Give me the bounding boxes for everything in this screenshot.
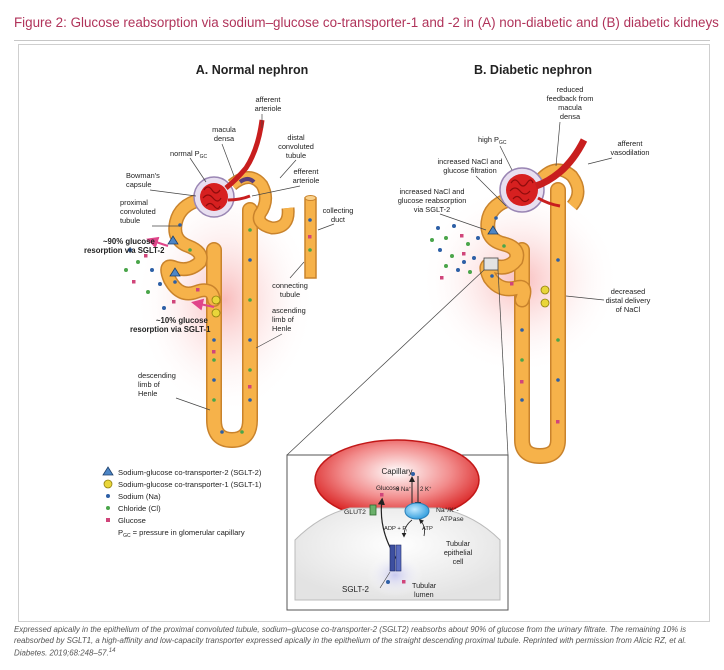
panel-a-leader-lines (149, 114, 335, 411)
inset-glucose-label: Glucose (376, 485, 400, 492)
label-proximal-2: convoluted (120, 207, 156, 216)
label-proximal-3: tubule (120, 216, 140, 225)
label-sglt2-2: resorption via SGLT-2 (84, 246, 165, 255)
label-reduced-3: macula (558, 103, 583, 112)
label-reduced-2: feedback from (547, 94, 594, 103)
label-high-pgc: high PGC (478, 135, 507, 146)
label-distal-3: tubule (286, 151, 306, 160)
panel-b-released-particles (430, 224, 480, 280)
legend-sglt1-icon (103, 479, 113, 489)
legend-chloride-label: Chloride (Cl) (118, 504, 161, 513)
label-nacl-filtration-2: glucose filtration (443, 166, 496, 175)
label-connecting-1: connecting (272, 281, 308, 290)
label-decreased-3: of NaCl (616, 305, 641, 314)
tubular-cell-label-1: Tubular (446, 539, 471, 548)
label-reduced-1: reduced (557, 85, 584, 94)
legend-pgc-definition: PGC= pressure in glomerular capillary (118, 528, 245, 539)
title-divider (14, 40, 710, 41)
capillary-label: Capillary (381, 467, 412, 476)
label-descending-3: Henle (138, 389, 157, 398)
panel-b-leader-lines (439, 121, 613, 301)
label-ascending-2: limb of (272, 315, 295, 324)
tubular-cell-label-2: epithelial (444, 548, 473, 557)
label-nacl-reabsorption-1: increased NaCl and (400, 187, 465, 196)
lumen-label-2: lumen (414, 590, 434, 599)
label-connecting-2: tubule (280, 290, 300, 299)
legend-chloride-icon (106, 506, 110, 510)
label-efferent-2: arteriole (293, 176, 320, 185)
label-sglt1-1: ~10% glucose (156, 316, 208, 325)
label-afferent-vasodilation-1: afferent (618, 139, 643, 148)
panel-a-released-particles (124, 248, 176, 310)
legend-sglt2-icon (102, 466, 114, 476)
glut2-transporter (369, 504, 377, 516)
label-descending-1: descending (138, 371, 176, 380)
label-descending-2: limb of (138, 380, 161, 389)
atpase-label-1: Na+/K+- (436, 506, 459, 514)
label-bowmans-1: Bowman's (126, 171, 160, 180)
zoom-line-left (286, 269, 485, 456)
tubular-cell-label-3: cell (453, 557, 464, 566)
sglt2-inset: Capillary Glucose 3 Na+ 2 K+ GLUT2 Na+/K… (286, 439, 509, 611)
label-normal-pgc: normal PGC (170, 149, 207, 160)
atpase-label-2: ATPase (440, 516, 464, 523)
inset-glucose-icon (380, 493, 384, 497)
legend-sodium-label: Sodium (Na) (118, 492, 161, 501)
figure-title: Figure 2: Glucose reabsorption via sodiu… (14, 15, 719, 30)
panel-b-labels: reduced feedback from macula densa high … (398, 85, 651, 314)
nephron-a (124, 119, 317, 449)
nephron-b (430, 138, 588, 465)
panel-a-heading: A. Normal nephron (196, 63, 309, 77)
lumen-label-1: Tubular (412, 581, 437, 590)
adp-label: ADP + Pi (384, 526, 407, 533)
label-bowmans-2: capsule (126, 180, 151, 189)
label-nacl-reabsorption-3: via SGLT-2 (414, 205, 450, 214)
sglt2-transporter-right (395, 544, 402, 572)
zoom-line-right (497, 269, 509, 456)
na-k-atpase-pump (404, 502, 430, 520)
label-nacl-reabsorption-2: glucose reabsorption (398, 196, 467, 205)
glut2-label: GLUT2 (344, 509, 366, 516)
sglt2-inset-label: SGLT-2 (342, 585, 370, 594)
legend-glucose-icon (106, 518, 110, 522)
label-afferent-arteriole-1: afferent (256, 95, 281, 104)
label-proximal-1: proximal (120, 198, 148, 207)
panel-a-labels: afferent arteriole macula densa normal P… (84, 95, 353, 398)
label-macula-densa-2: densa (214, 134, 235, 143)
label-afferent-vasodilation-2: vasodilation (610, 148, 649, 157)
label-decreased-2: distal delivery (606, 296, 651, 305)
label-reduced-4: densa (560, 112, 581, 121)
label-efferent-1: efferent (294, 167, 319, 176)
label-decreased-1: decreased (611, 287, 646, 296)
panel-b-particles (490, 216, 560, 424)
label-collecting-2: duct (331, 215, 345, 224)
label-macula-densa-1: macula (212, 125, 237, 134)
legend-sglt1-label: Sodium-glucose co-transporter-1 (SGLT-1) (118, 480, 262, 489)
legend-sodium-icon (106, 494, 110, 498)
label-sglt2-1: ~90% glucose (103, 237, 155, 246)
inset-na-label: 3 Na+ (396, 485, 412, 493)
label-distal-1: distal (287, 133, 305, 142)
legend-sglt2-label: Sodium-glucose co-transporter-2 (SGLT-2) (118, 468, 262, 477)
sglt2-transporter-left (389, 544, 396, 572)
label-nacl-filtration-1: increased NaCl and (438, 157, 503, 166)
label-distal-2: convoluted (278, 142, 314, 151)
panel-a-particles (173, 218, 312, 434)
panel-b-heading: B. Diabetic nephron (474, 63, 592, 77)
label-collecting-1: collecting (323, 206, 354, 215)
atp-label: ATP (422, 526, 433, 532)
inset-k-label: 2 K+ (420, 485, 432, 493)
label-afferent-arteriole-2: arteriole (255, 104, 282, 113)
label-ascending-3: Henle (272, 324, 291, 333)
figure-caption: Expressed apically in the epithelium of … (14, 625, 687, 658)
legend-glucose-label: Glucose (118, 516, 146, 525)
label-sglt1-2: resorption via SGLT-1 (130, 325, 211, 334)
label-ascending-1: ascending (272, 306, 306, 315)
legend: Sodium-glucose co-transporter-2 (SGLT-2)… (102, 466, 262, 539)
